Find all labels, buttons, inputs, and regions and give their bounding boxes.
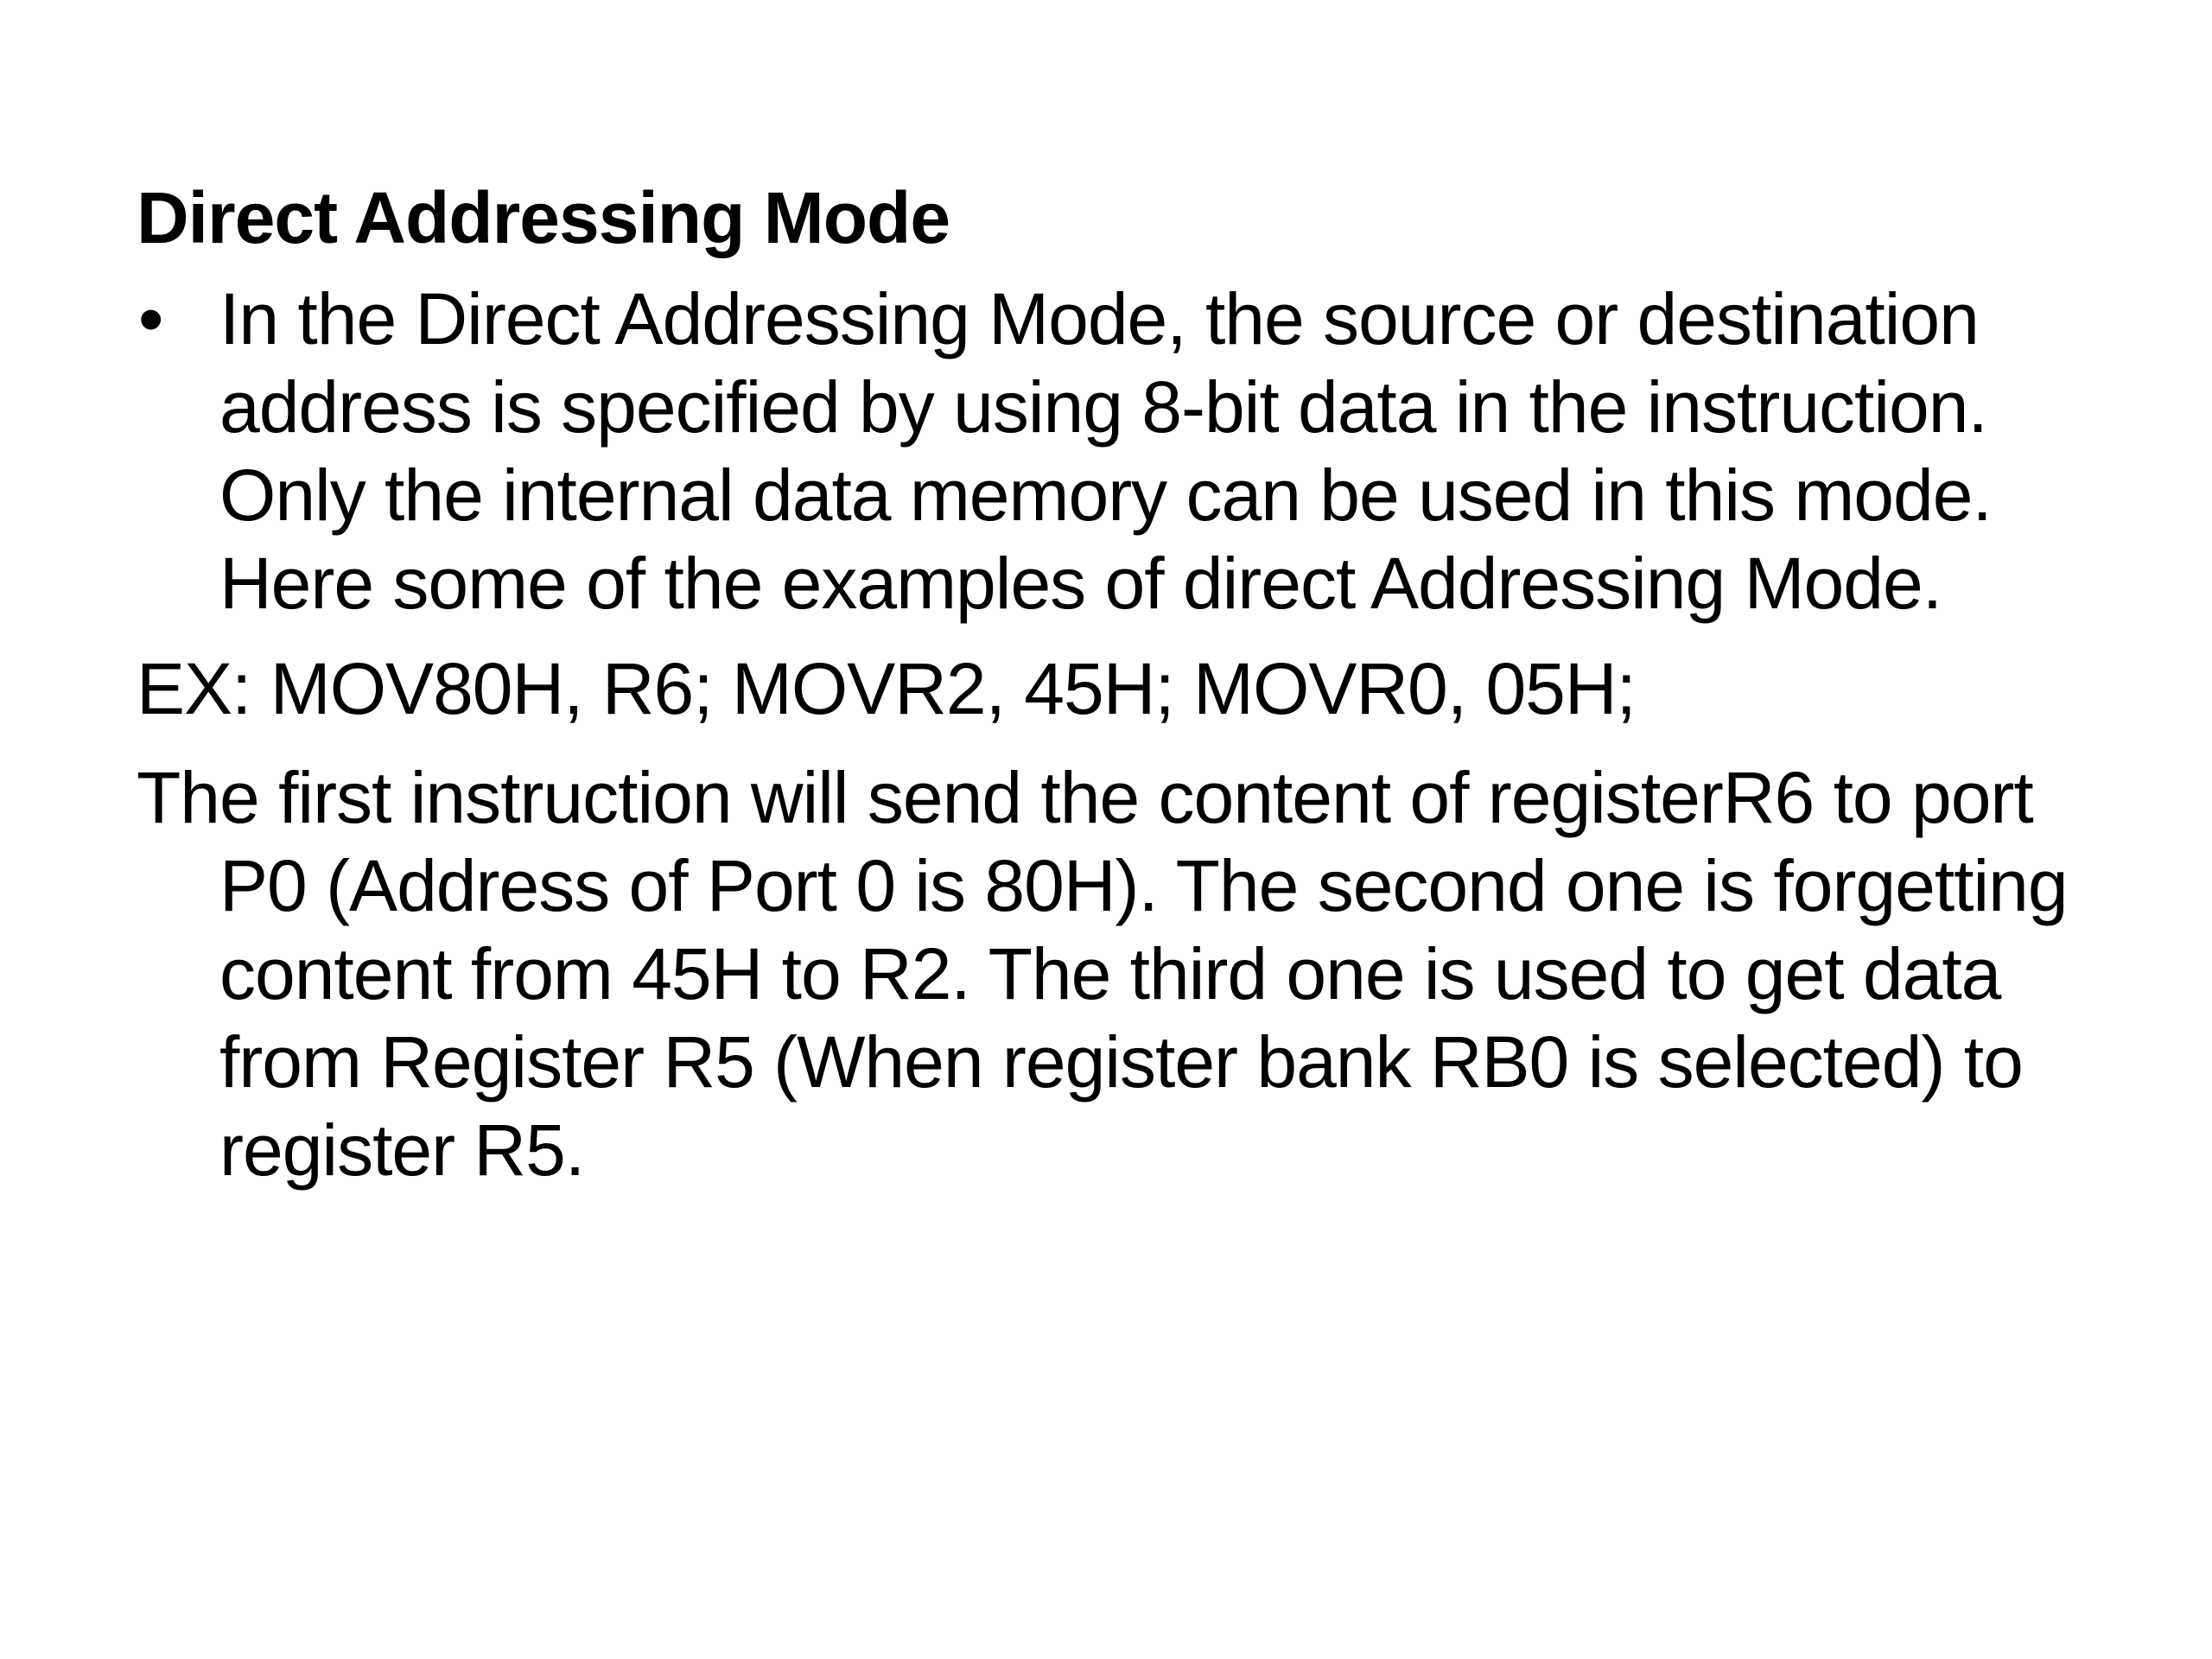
explanation-paragraph: The first instruction will send the cont… [137, 757, 2069, 1191]
bullet-text: In the Direct Addressing Mode, the sourc… [219, 278, 1993, 624]
example-line: EX: MOV80H, R6; MOVR2, 45H; MOVR0, 05H; [137, 648, 1637, 729]
bullet-dot-icon: • [138, 278, 163, 359]
slide-content: Direct Addressing Mode • In the Direct A… [137, 173, 2124, 1194]
bullet-item: • In the Direct Addressing Mode, the sou… [137, 275, 2124, 627]
slide-title: Direct Addressing Mode [137, 177, 950, 258]
